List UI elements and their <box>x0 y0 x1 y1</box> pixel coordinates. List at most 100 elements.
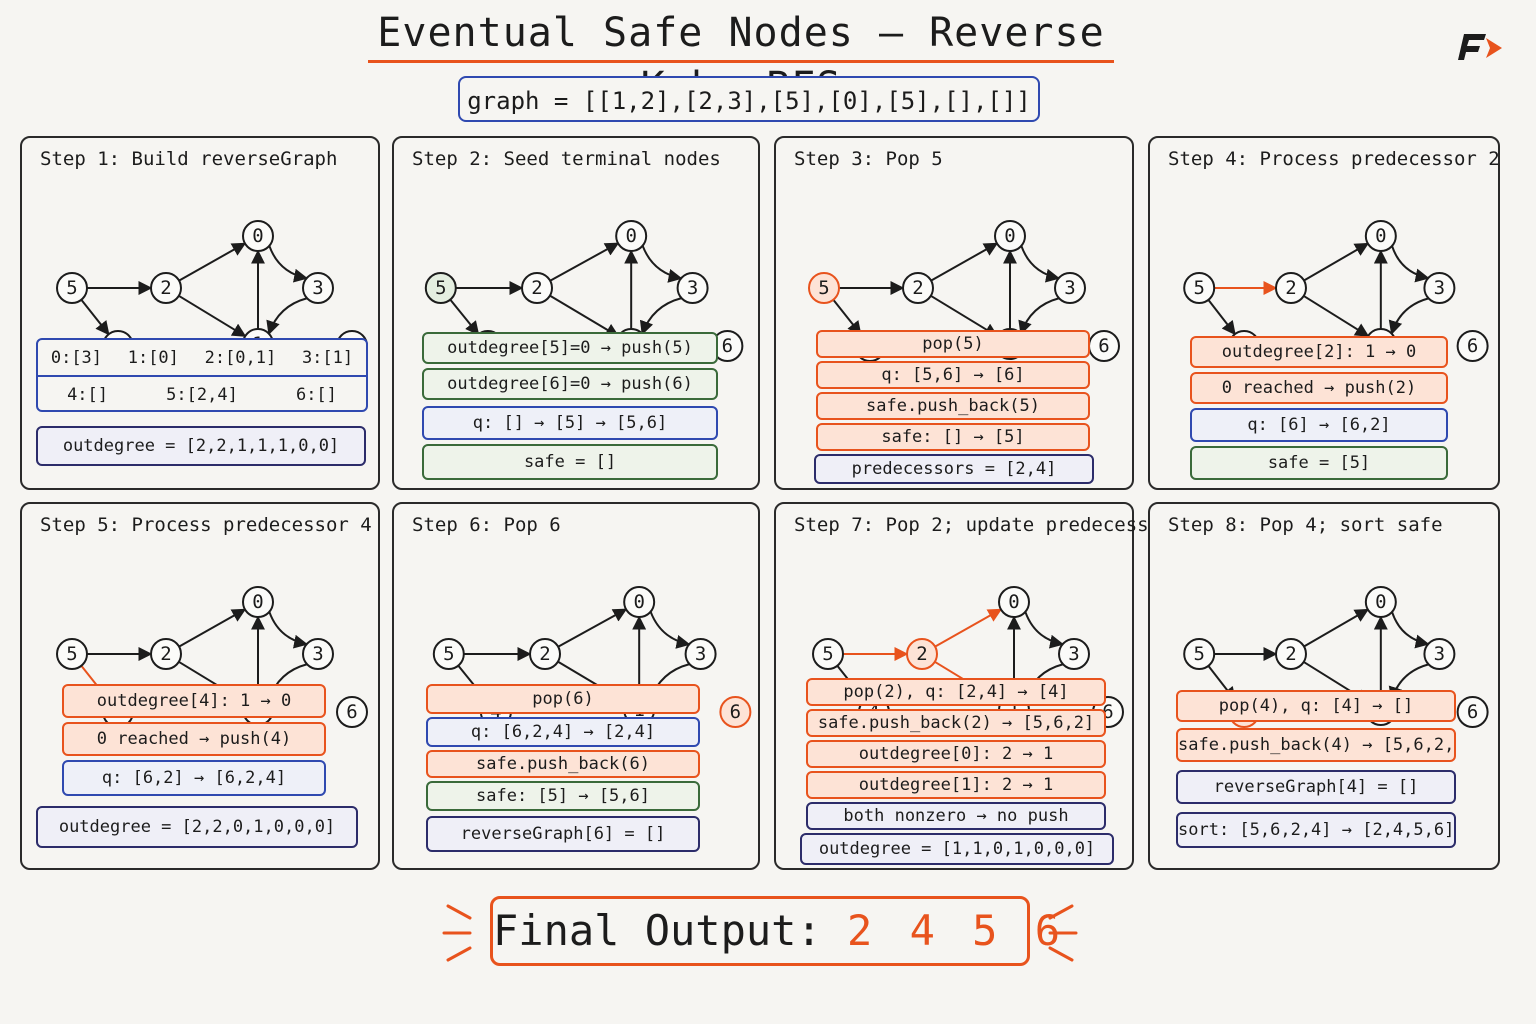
graph-edge <box>1391 245 1430 283</box>
graph-node-6 <box>719 696 752 728</box>
reverse-graph-cell: 6:[] <box>295 384 337 405</box>
graph-node-label: 5 <box>66 277 77 299</box>
graph-node-label: 2 <box>1285 643 1296 665</box>
step-info-box: q: [5,6] → [6] <box>816 361 1090 389</box>
graph-edge <box>639 297 682 336</box>
graph-node-label: 2 <box>531 277 542 299</box>
step-info-box: pop(4), q: [4] → [] <box>1176 690 1456 722</box>
step-panel-3: Step 3: Pop 50123456pop(5)q: [5,6] → [6]… <box>774 136 1134 490</box>
step-info-box: safe = [5] <box>1190 446 1448 480</box>
graph-node-label: 3 <box>312 643 323 665</box>
graph-node-2 <box>906 638 938 670</box>
graph-node-3 <box>1423 272 1456 304</box>
step-info-box: reverseGraph[6] = [] <box>426 816 700 852</box>
graph-node-6 <box>1456 696 1489 728</box>
graph-node-label: 5 <box>66 643 77 665</box>
reverse-graph-cell: 4:[] <box>67 384 109 405</box>
step-info-box: q: [6,2,4] → [2,4] <box>426 717 700 747</box>
graph-node-5 <box>56 272 88 304</box>
reverse-graph-row: 0:[3]1:[0]2:[0,1]3:[1] <box>38 340 366 375</box>
page-title: Eventual Safe Nodes — Reverse Kahn BFS <box>368 6 1114 110</box>
step-title: Step 3: Pop 5 <box>794 148 943 170</box>
graph-node-label: 6 <box>722 335 733 357</box>
graph-node-label: 6 <box>1098 335 1109 357</box>
graph-node-label: 2 <box>912 277 923 299</box>
graph-edge <box>1020 245 1061 283</box>
graph-node-label: 0 <box>252 225 263 247</box>
graph-edge <box>1391 611 1430 649</box>
graph-node-6 <box>336 696 368 728</box>
graph-node-2 <box>902 272 934 304</box>
graph-edge <box>178 608 247 648</box>
graph-edge <box>268 245 309 283</box>
graph-node-2 <box>521 272 554 304</box>
graph-edge <box>832 299 862 336</box>
step-info-box: safe.push_back(2) → [5,6,2] <box>806 709 1106 737</box>
graph-node-label: 0 <box>633 591 644 613</box>
graph-node-3 <box>1054 272 1086 304</box>
step-info-box: safe = [] <box>422 444 718 480</box>
final-output-value: 2 4 5 6 <box>847 906 1067 955</box>
graph-node-label: 2 <box>160 277 171 299</box>
step-info-box: sort: [5,6,2,4] → [2,4,5,6] <box>1176 812 1456 848</box>
step-info-box: reverseGraph[4] = [] <box>1176 770 1456 804</box>
graph-node-label: 6 <box>730 701 741 723</box>
step-info-box: q: [6] → [6,2] <box>1190 408 1448 442</box>
graph-node-0 <box>615 220 648 252</box>
graph-node-label: 3 <box>312 277 323 299</box>
graph-node-label: 3 <box>695 643 706 665</box>
step-panel-6: Step 6: Pop 60123456pop(6)q: [6,2,4] → [… <box>392 502 760 870</box>
step-info-box: 0 reached → push(2) <box>1190 372 1448 404</box>
graph-node-label: 6 <box>1467 335 1478 357</box>
graph-edge <box>1303 608 1370 648</box>
graph-node-label: 2 <box>539 643 550 665</box>
reverse-graph-table: 0:[3]1:[0]2:[0,1]3:[1]4:[]5:[2,4]6:[] <box>36 338 368 412</box>
graph-node-3 <box>684 638 717 670</box>
step-info-box: outdegree = [2,2,0,1,0,0,0] <box>36 806 358 848</box>
graph-node-3 <box>302 638 334 670</box>
graph-node-0 <box>998 586 1030 618</box>
graph-node-label: 0 <box>252 591 263 613</box>
step-info-box: q: [6,2] → [6,2,4] <box>62 760 326 796</box>
graph-node-label: 3 <box>1064 277 1075 299</box>
graph-node-label: 2 <box>1285 277 1296 299</box>
graph-edge <box>449 299 480 336</box>
graph-edge <box>1018 297 1060 336</box>
reverse-graph-cell: 3:[1] <box>301 347 354 368</box>
graph-node-5 <box>1183 272 1216 304</box>
step-panel-2: Step 2: Seed terminal nodes0123456outdeg… <box>392 136 760 490</box>
reverse-graph-row: 4:[]5:[2,4]6:[] <box>38 375 366 410</box>
step-info-box: 0 reached → push(4) <box>62 722 326 756</box>
graph-edge <box>641 245 683 283</box>
graph-edge <box>557 608 628 648</box>
graph-node-3 <box>676 272 709 304</box>
graph-node-label: 5 <box>1193 643 1204 665</box>
graph-node-0 <box>623 586 656 618</box>
graph-node-0 <box>1364 220 1397 252</box>
graph-node-5 <box>424 272 457 304</box>
step-info-box: safe.push_back(5) <box>816 392 1090 420</box>
step-info-box: pop(5) <box>816 330 1090 358</box>
step-info-box: pop(6) <box>426 684 700 714</box>
graph-edge <box>930 294 999 338</box>
sparkle-right-icon <box>1048 904 1078 962</box>
graph-node-label: 3 <box>687 277 698 299</box>
graph-node-2 <box>150 272 182 304</box>
graph-node-label: 3 <box>1434 643 1445 665</box>
step-panel-5: Step 5: Process predecessor 40123456outd… <box>20 502 380 870</box>
step-info-box: outdegree[1]: 2 → 1 <box>806 771 1106 799</box>
graph-edge <box>1303 242 1370 282</box>
graph-node-2 <box>529 638 562 670</box>
step-panel-1: Step 1: Build reverseGraph01234560:[3]1:… <box>20 136 380 490</box>
graph-edge <box>549 294 620 338</box>
graph-node-2 <box>150 638 182 670</box>
graph-edge <box>178 294 247 338</box>
reverse-graph-cell: 1:[0] <box>127 347 179 368</box>
graph-node-2 <box>1274 272 1307 304</box>
graph-edge <box>268 611 309 649</box>
step-info-box: outdegree = [2,2,1,1,1,0,0] <box>36 426 366 466</box>
graph-node-label: 2 <box>916 643 927 665</box>
step-title: Step 5: Process predecessor 4 <box>40 514 372 536</box>
graph-node-0 <box>242 220 274 252</box>
step-title: Step 7: Pop 2; update predecessors <box>794 514 1183 536</box>
